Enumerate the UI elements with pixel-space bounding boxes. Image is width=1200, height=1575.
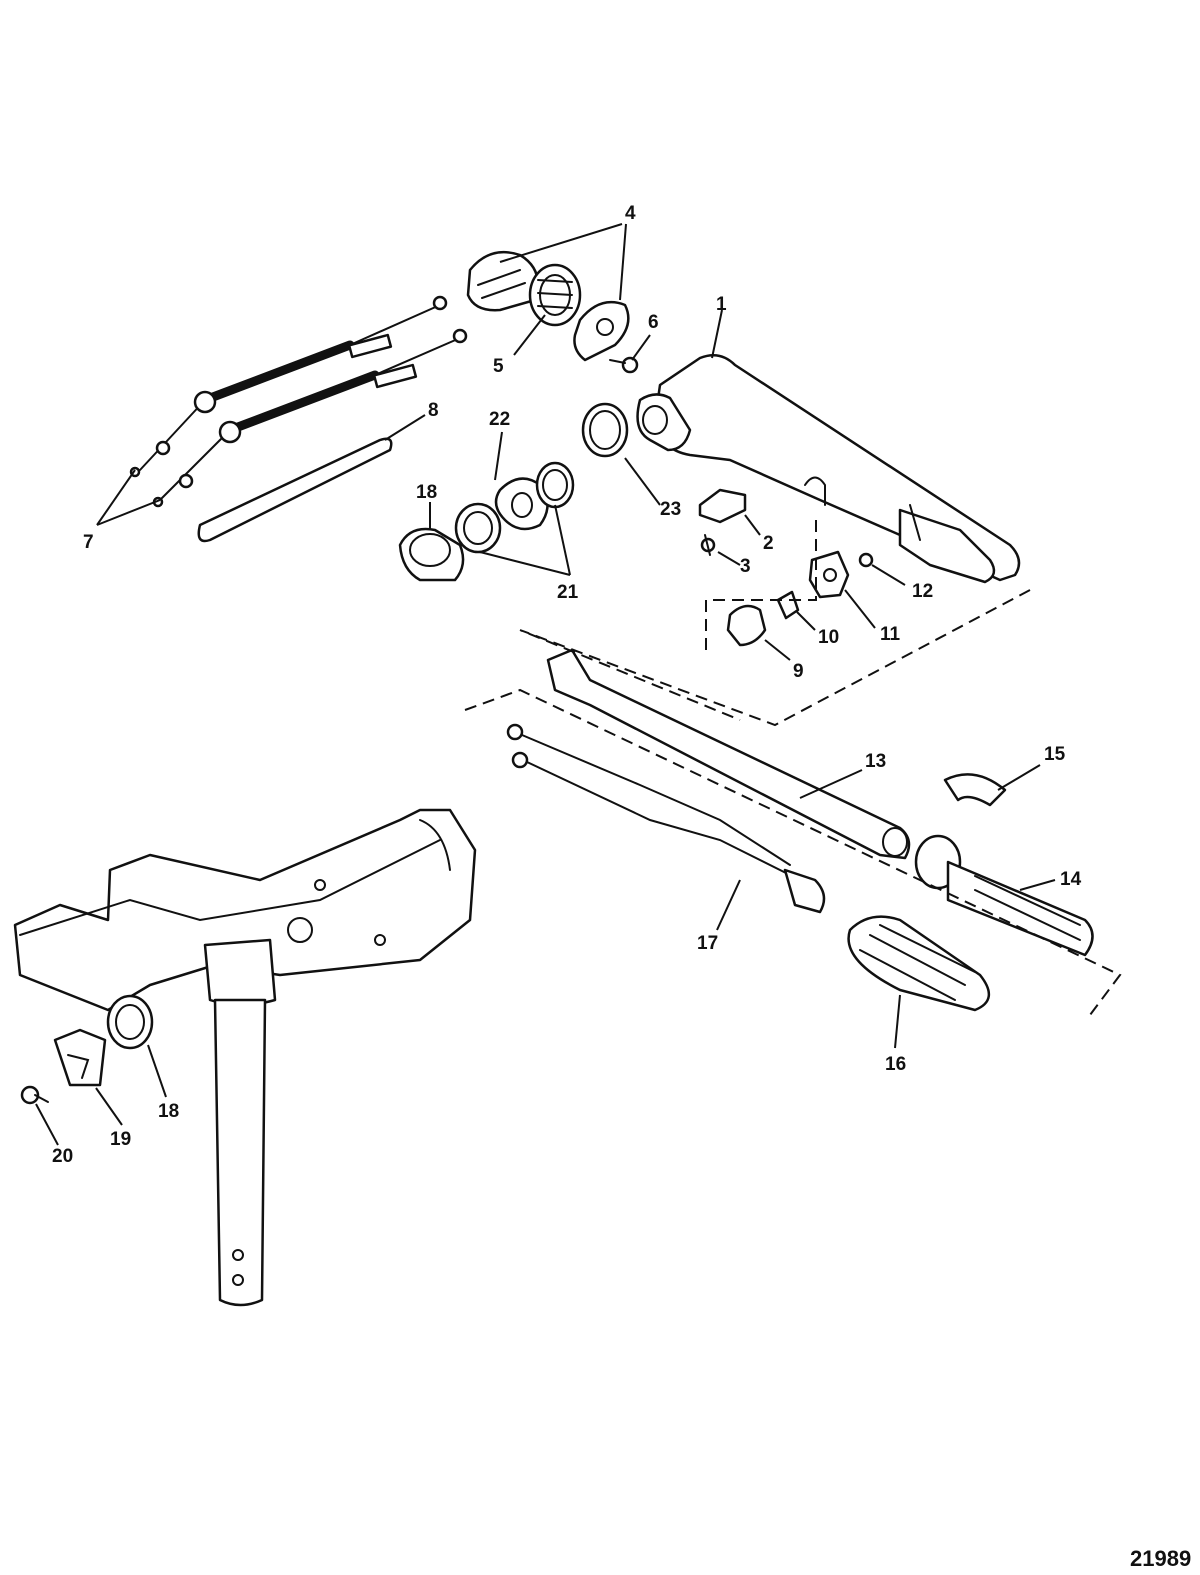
callout-11: 11 [880, 624, 901, 645]
callout-3: 3 [740, 556, 751, 577]
callout-19: 19 [110, 1129, 131, 1150]
twist-grip [847, 773, 1094, 1012]
callout-20: 20 [52, 1146, 73, 1167]
cable-sleeve [197, 437, 393, 543]
callout-8: 8 [428, 400, 439, 421]
leader-lines [35, 223, 1056, 1146]
callout-1: 1 [716, 294, 727, 315]
grouping-lines [464, 520, 1122, 1016]
lower-bracket-parts [20, 994, 154, 1105]
callout-14: 14 [1060, 869, 1082, 890]
callout-6: 6 [648, 312, 659, 333]
callout-4: 4 [625, 203, 636, 224]
callout-10: 10 [818, 627, 839, 648]
tiller-arm [636, 353, 1021, 584]
callout-16: 16 [885, 1054, 906, 1075]
callout-21: 21 [557, 582, 579, 603]
callout-labels: 1 2 3 4 5 6 7 8 9 10 11 12 13 14 15 16 1… [52, 203, 1082, 1167]
swivel-bracket [13, 808, 477, 1307]
callout-15: 15 [1044, 744, 1066, 765]
callout-5: 5 [493, 356, 504, 377]
stop-switch-wire [506, 723, 826, 914]
figure-number: 21989 [1130, 1546, 1191, 1571]
callout-7: 7 [83, 532, 94, 553]
callout-13: 13 [865, 751, 886, 772]
throttle-shaft [546, 648, 911, 860]
tiller-bracket-parts [698, 488, 747, 556]
callout-22: 22 [489, 409, 510, 430]
callout-23: 23 [660, 499, 681, 520]
callout-9: 9 [793, 661, 804, 682]
callout-18-upper: 18 [416, 482, 437, 503]
callout-12: 12 [912, 581, 933, 602]
callout-18-lower: 18 [158, 1101, 179, 1122]
throttle-cables [129, 295, 468, 508]
friction-knob-parts [726, 550, 874, 647]
callout-2: 2 [763, 533, 774, 554]
callout-17: 17 [697, 933, 718, 954]
throttle-cam-assembly [466, 250, 639, 374]
bushing-seal-set [398, 402, 629, 582]
